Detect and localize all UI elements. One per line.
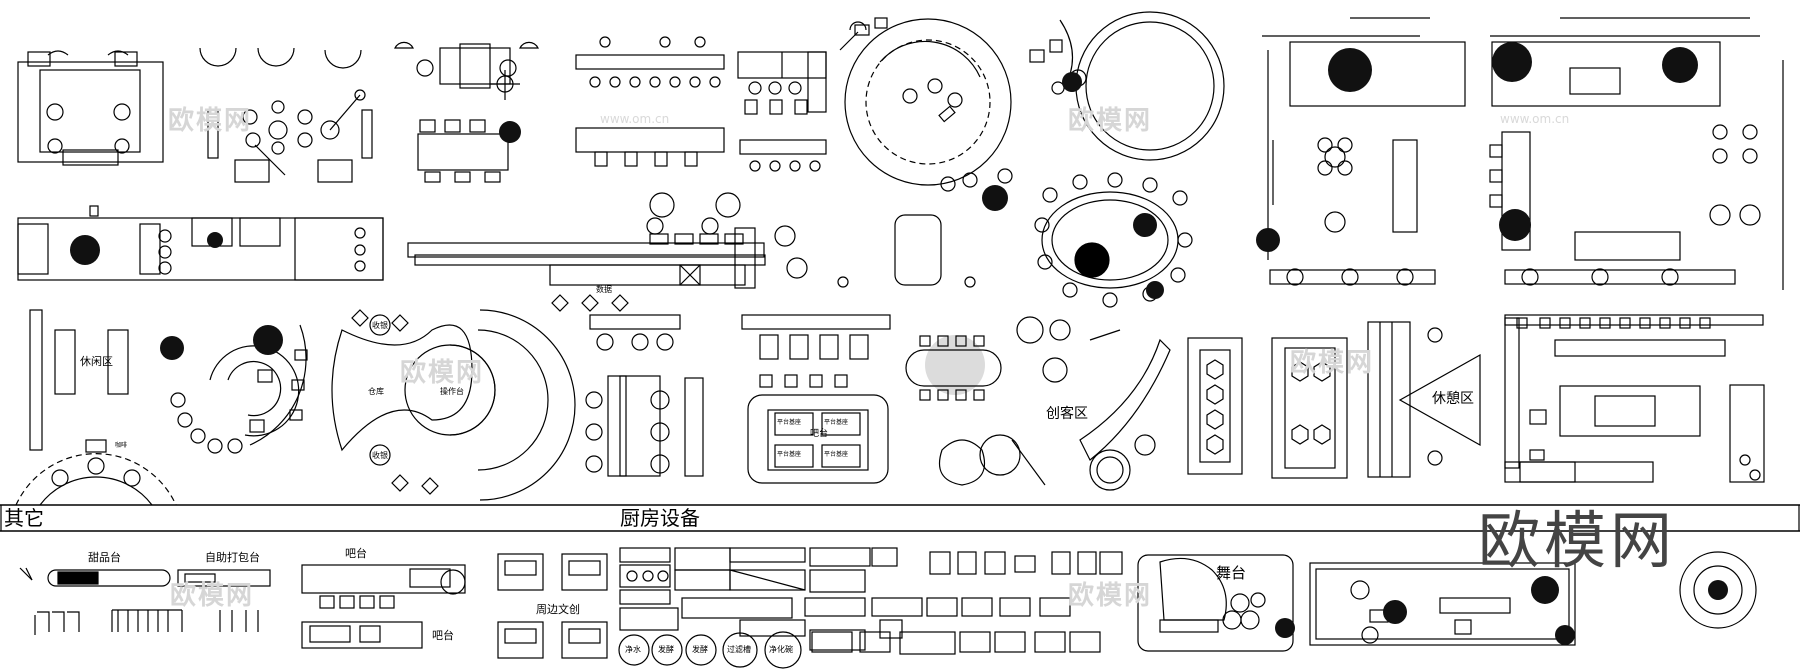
- section-other: 其它: [4, 506, 44, 530]
- label-maker-zone: 创客区: [1046, 406, 1088, 422]
- label-workbench-d: 平台基座: [824, 451, 849, 458]
- label-culture: 周边文创: [536, 603, 580, 616]
- bar-set: [301, 564, 466, 649]
- planter-grid-b: [1489, 17, 1784, 290]
- cafe-operation: [331, 309, 576, 501]
- bar-counter-long: [407, 192, 808, 312]
- watermark-3: 欧模网: [400, 358, 485, 388]
- label-bar-center: 吧台: [810, 429, 829, 439]
- label-cashier-bottom: 收银: [372, 451, 388, 460]
- tank-label-1: 净水: [625, 645, 641, 654]
- tank-label-4: 过滤槽: [727, 645, 751, 654]
- lounge-left: [15, 309, 177, 506]
- crescent-chairs: [199, 47, 373, 183]
- label-rest-zone: 休憩区: [1432, 391, 1474, 407]
- watermark-url-2: www.om.cn: [1500, 112, 1570, 126]
- sofa-hex-b: [1271, 337, 1348, 479]
- watermark-6: 欧模网: [1068, 581, 1153, 611]
- label-dessert: 甜品台: [88, 551, 121, 564]
- label-workbench-a: 平台基座: [777, 419, 802, 426]
- planter-grid-a: [1262, 17, 1466, 286]
- L-counter: [585, 314, 704, 477]
- sofa-hex-a: [1187, 337, 1243, 475]
- oval-table: [1034, 172, 1193, 308]
- label-bar-bottom: 吧台: [432, 629, 454, 642]
- label-workbench-b: 平台基座: [824, 419, 849, 426]
- kitchen-row-b: [811, 551, 1123, 655]
- courtyard-plan: [1309, 562, 1576, 646]
- watermark-2: 欧模网: [1068, 106, 1153, 136]
- label-selfpack: 自助打包台: [205, 551, 260, 564]
- long-tables: [575, 36, 725, 167]
- maker-zone: [1042, 329, 1171, 491]
- brand-logo: 欧模网: [1478, 504, 1677, 577]
- rect-table: [394, 41, 539, 183]
- dessert-counter: [19, 567, 171, 635]
- watermark-5: 欧模网: [170, 581, 255, 611]
- watermark-url-1: www.om.cn: [600, 112, 670, 126]
- label-stage: 舞台: [1216, 564, 1247, 582]
- label-counter: 数据: [596, 285, 612, 294]
- tank-label-5: 净化碗: [769, 645, 793, 654]
- selfpack-counter: [111, 569, 271, 632]
- rest-zone: [1367, 321, 1481, 478]
- kitchen-strip: [17, 205, 384, 281]
- counter-stools: [737, 51, 827, 172]
- label-workbench-c: 平台基座: [777, 451, 802, 458]
- square-table-set: [17, 50, 164, 166]
- round-tanks: [618, 631, 802, 669]
- tank-label-2: 发酵: [658, 645, 674, 654]
- coffee-machines: [497, 553, 608, 659]
- stage-piano: [1137, 554, 1294, 652]
- kitchen-equipment: [619, 547, 958, 651]
- label-warehouse: 仓库: [368, 387, 384, 396]
- label-cashier-top: 收银: [372, 321, 388, 330]
- pill-table: [905, 316, 1071, 486]
- label-bar-top: 吧台: [345, 547, 367, 560]
- watermark-1: 欧模网: [168, 106, 253, 136]
- label-operation: 操作台: [440, 387, 464, 396]
- spiral-sofa: [170, 324, 308, 454]
- bar-island: [741, 314, 891, 484]
- watermark-4: 欧模网: [1290, 348, 1375, 378]
- tank-label-3: 发酵: [692, 645, 708, 654]
- round-booth: [839, 17, 1013, 192]
- round-planter: [1679, 551, 1757, 629]
- label-coffee-mini: 咖啡: [115, 442, 128, 449]
- commercial-kitchen: [1504, 314, 1765, 483]
- section-kitchen: 厨房设备: [620, 506, 700, 530]
- booth-capsule: [837, 214, 976, 288]
- label-lounge-left: 休闲区: [80, 355, 113, 368]
